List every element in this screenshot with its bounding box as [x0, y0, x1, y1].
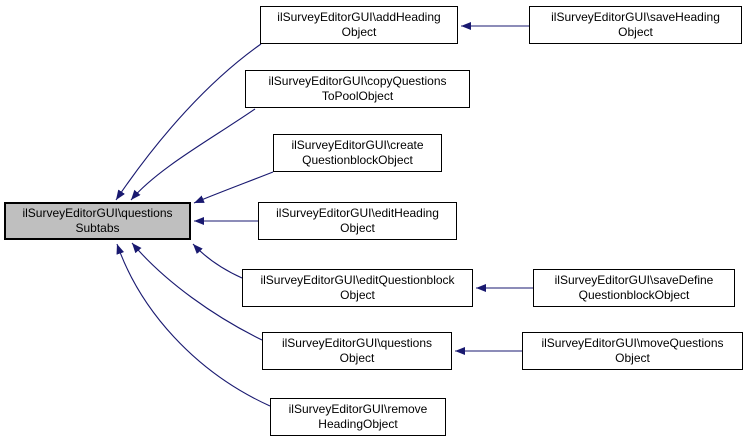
node-copyQuestionsToPoolObject[interactable]: ilSurveyEditorGUI\copyQuestions ToPoolOb… [245, 70, 470, 108]
node-label-line1: ilSurveyEditorGUI\remove [288, 402, 428, 416]
node-label-line2: Object [615, 351, 650, 365]
edge-questionsObject-to-questionsSubtabs [131, 242, 263, 341]
node-addHeadingObject[interactable]: ilSurveyEditorGUI\addHeading Object [260, 6, 458, 44]
node-label-line2: HeadingObject [318, 417, 398, 431]
node-createQuestionblockObject[interactable]: ilSurveyEditorGUI\create QuestionblockOb… [273, 134, 442, 172]
edge-addHeadingObject-to-questionsSubtabs [115, 43, 262, 201]
node-label-line2: Object [339, 351, 375, 365]
node-label-line2: ToPoolObject [321, 89, 394, 103]
edge-editQuestionblockObject-to-questionsSubtabs [192, 243, 243, 279]
node-label-line2: Object [340, 221, 375, 235]
node-label-line1: ilSurveyEditorGUI\editHeading [276, 206, 439, 220]
node-label-line1: ilSurveyEditorGUI\copyQuestions [268, 74, 447, 88]
node-label-line1: ilSurveyEditorGUI\addHeading [277, 10, 441, 24]
node-label-line2: Object [341, 25, 377, 39]
node-label-line2: QuestionblockObject [578, 288, 690, 302]
node-label-line1: ilSurveyEditorGUI\saveHeading [551, 10, 720, 24]
node-label-line1: ilSurveyEditorGUI\questions [22, 206, 173, 220]
node-saveDefineQuestionblockObject[interactable]: ilSurveyEditorGUI\saveDefine Questionblo… [533, 269, 735, 307]
node-label-line2: Object [340, 288, 375, 302]
node-label-line1: ilSurveyEditorGUI\saveDefine [554, 273, 714, 287]
node-label-line1: ilSurveyEditorGUI\questions [281, 336, 433, 350]
node-label-line2: Subtabs [75, 221, 120, 235]
node-label-line2: QuestionblockObject [302, 153, 413, 167]
edge-removeHeadingObject-to-questionsSubtabs [116, 243, 271, 407]
node-editHeadingObject[interactable]: ilSurveyEditorGUI\editHeading Object [258, 202, 457, 240]
node-removeHeadingObject[interactable]: ilSurveyEditorGUI\remove HeadingObject [270, 398, 446, 436]
node-label-line1: ilSurveyEditorGUI\moveQuestions [541, 336, 724, 350]
node-saveHeadingObject[interactable]: ilSurveyEditorGUI\saveHeading Object [529, 6, 742, 44]
edge-createQuestionblockObject-to-questionsSubtabs [193, 171, 274, 204]
node-label-line1: ilSurveyEditorGUI\create [291, 138, 424, 152]
node-moveQuestionsObject[interactable]: ilSurveyEditorGUI\moveQuestions Object [522, 332, 743, 370]
node-label-line2: Object [618, 25, 653, 39]
node-questionsObject[interactable]: ilSurveyEditorGUI\questions Object [262, 332, 452, 370]
node-questionsSubtabs: ilSurveyEditorGUI\questions Subtabs [4, 202, 191, 240]
node-label-line1: ilSurveyEditorGUI\editQuestionblock [260, 273, 455, 287]
edge-copyQuestionsToPoolObject-to-questionsSubtabs [130, 108, 256, 201]
node-editQuestionblockObject[interactable]: ilSurveyEditorGUI\editQuestionblock Obje… [242, 269, 473, 307]
